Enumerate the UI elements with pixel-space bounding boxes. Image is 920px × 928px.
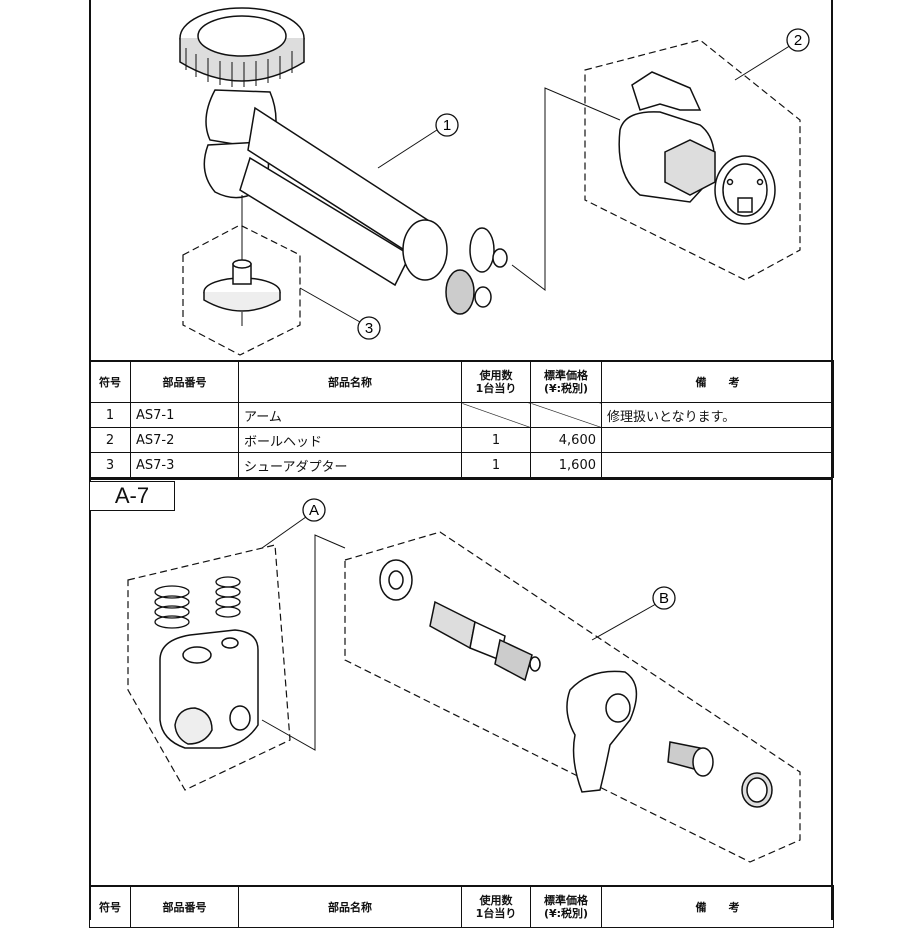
col-remarks: 備 考 (601, 885, 834, 928)
row-price (530, 402, 602, 428)
callout-3: 3 (357, 316, 381, 340)
col-symbol: 符号 (89, 885, 131, 928)
col-symbol: 符号 (89, 360, 131, 403)
table-row: 2 AS7-2 ボールヘッド 1 4,600 (89, 427, 834, 453)
row-symbol: 3 (89, 452, 131, 478)
row-part-name: ボールヘッド (238, 427, 462, 453)
col-price: 標準価格 (¥:税別) (530, 885, 602, 928)
svg-text:1: 1 (443, 117, 451, 134)
shoe-adapter-illustration (182, 224, 301, 356)
col-part-number: 部品番号 (130, 360, 239, 403)
row-part-number: AS7-3 (130, 452, 239, 478)
svg-text:3: 3 (365, 320, 373, 337)
svg-text:A: A (309, 502, 319, 519)
col-remarks: 備 考 (601, 360, 834, 403)
row-remarks: 修理扱いとなります。 (601, 402, 834, 428)
col-part-number: 部品番号 (130, 885, 239, 928)
block-a-illustration (127, 544, 291, 791)
row-symbol: 1 (89, 402, 131, 428)
parts-table-top: 符号 部品番号 部品名称 使用数 1台当り 標準価格 (¥:税別) 備 考 1 … (89, 360, 834, 478)
row-price: 1,600 (530, 452, 602, 478)
callout-1: 1 (435, 113, 459, 137)
row-quantity: 1 (461, 427, 531, 453)
arm-illustration (179, 7, 508, 315)
table-header-row: 符号 部品番号 部品名称 使用数 1台当り 標準価格 (¥:税別) 備 考 (89, 360, 834, 403)
callout-a: A (302, 498, 326, 522)
row-quantity: 1 (461, 452, 531, 478)
row-part-name: シューアダプター (238, 452, 462, 478)
row-price: 4,600 (530, 427, 602, 453)
row-remarks (601, 427, 834, 453)
col-part-name: 部品名称 (238, 360, 462, 403)
row-remarks (601, 452, 834, 478)
block-b-illustration (344, 531, 801, 863)
table-row: 1 AS7-1 アーム 修理扱いとなります。 (89, 402, 834, 428)
callout-2: 2 (786, 28, 810, 52)
svg-text:B: B (659, 590, 669, 607)
table-row: 3 AS7-3 シューアダプター 1 1,600 (89, 452, 834, 478)
parts-table-bottom: 符号 部品番号 部品名称 使用数 1台当り 標準価格 (¥:税別) 備 考 (89, 885, 834, 928)
row-part-number: AS7-2 (130, 427, 239, 453)
col-quantity: 使用数 1台当り (461, 360, 531, 403)
row-part-name: アーム (238, 402, 462, 428)
row-quantity (461, 402, 531, 428)
col-price: 標準価格 (¥:税別) (530, 360, 602, 403)
col-quantity: 使用数 1台当り (461, 885, 531, 928)
row-symbol: 2 (89, 427, 131, 453)
ball-head-illustration (584, 39, 801, 281)
table-header-row: 符号 部品番号 部品名称 使用数 1台当り 標準価格 (¥:税別) 備 考 (89, 885, 834, 928)
row-part-number: AS7-1 (130, 402, 239, 428)
callout-b: B (652, 586, 676, 610)
section-label: A-7 (89, 481, 175, 511)
svg-text:2: 2 (794, 32, 802, 49)
section-divider (89, 478, 833, 480)
col-part-name: 部品名称 (238, 885, 462, 928)
